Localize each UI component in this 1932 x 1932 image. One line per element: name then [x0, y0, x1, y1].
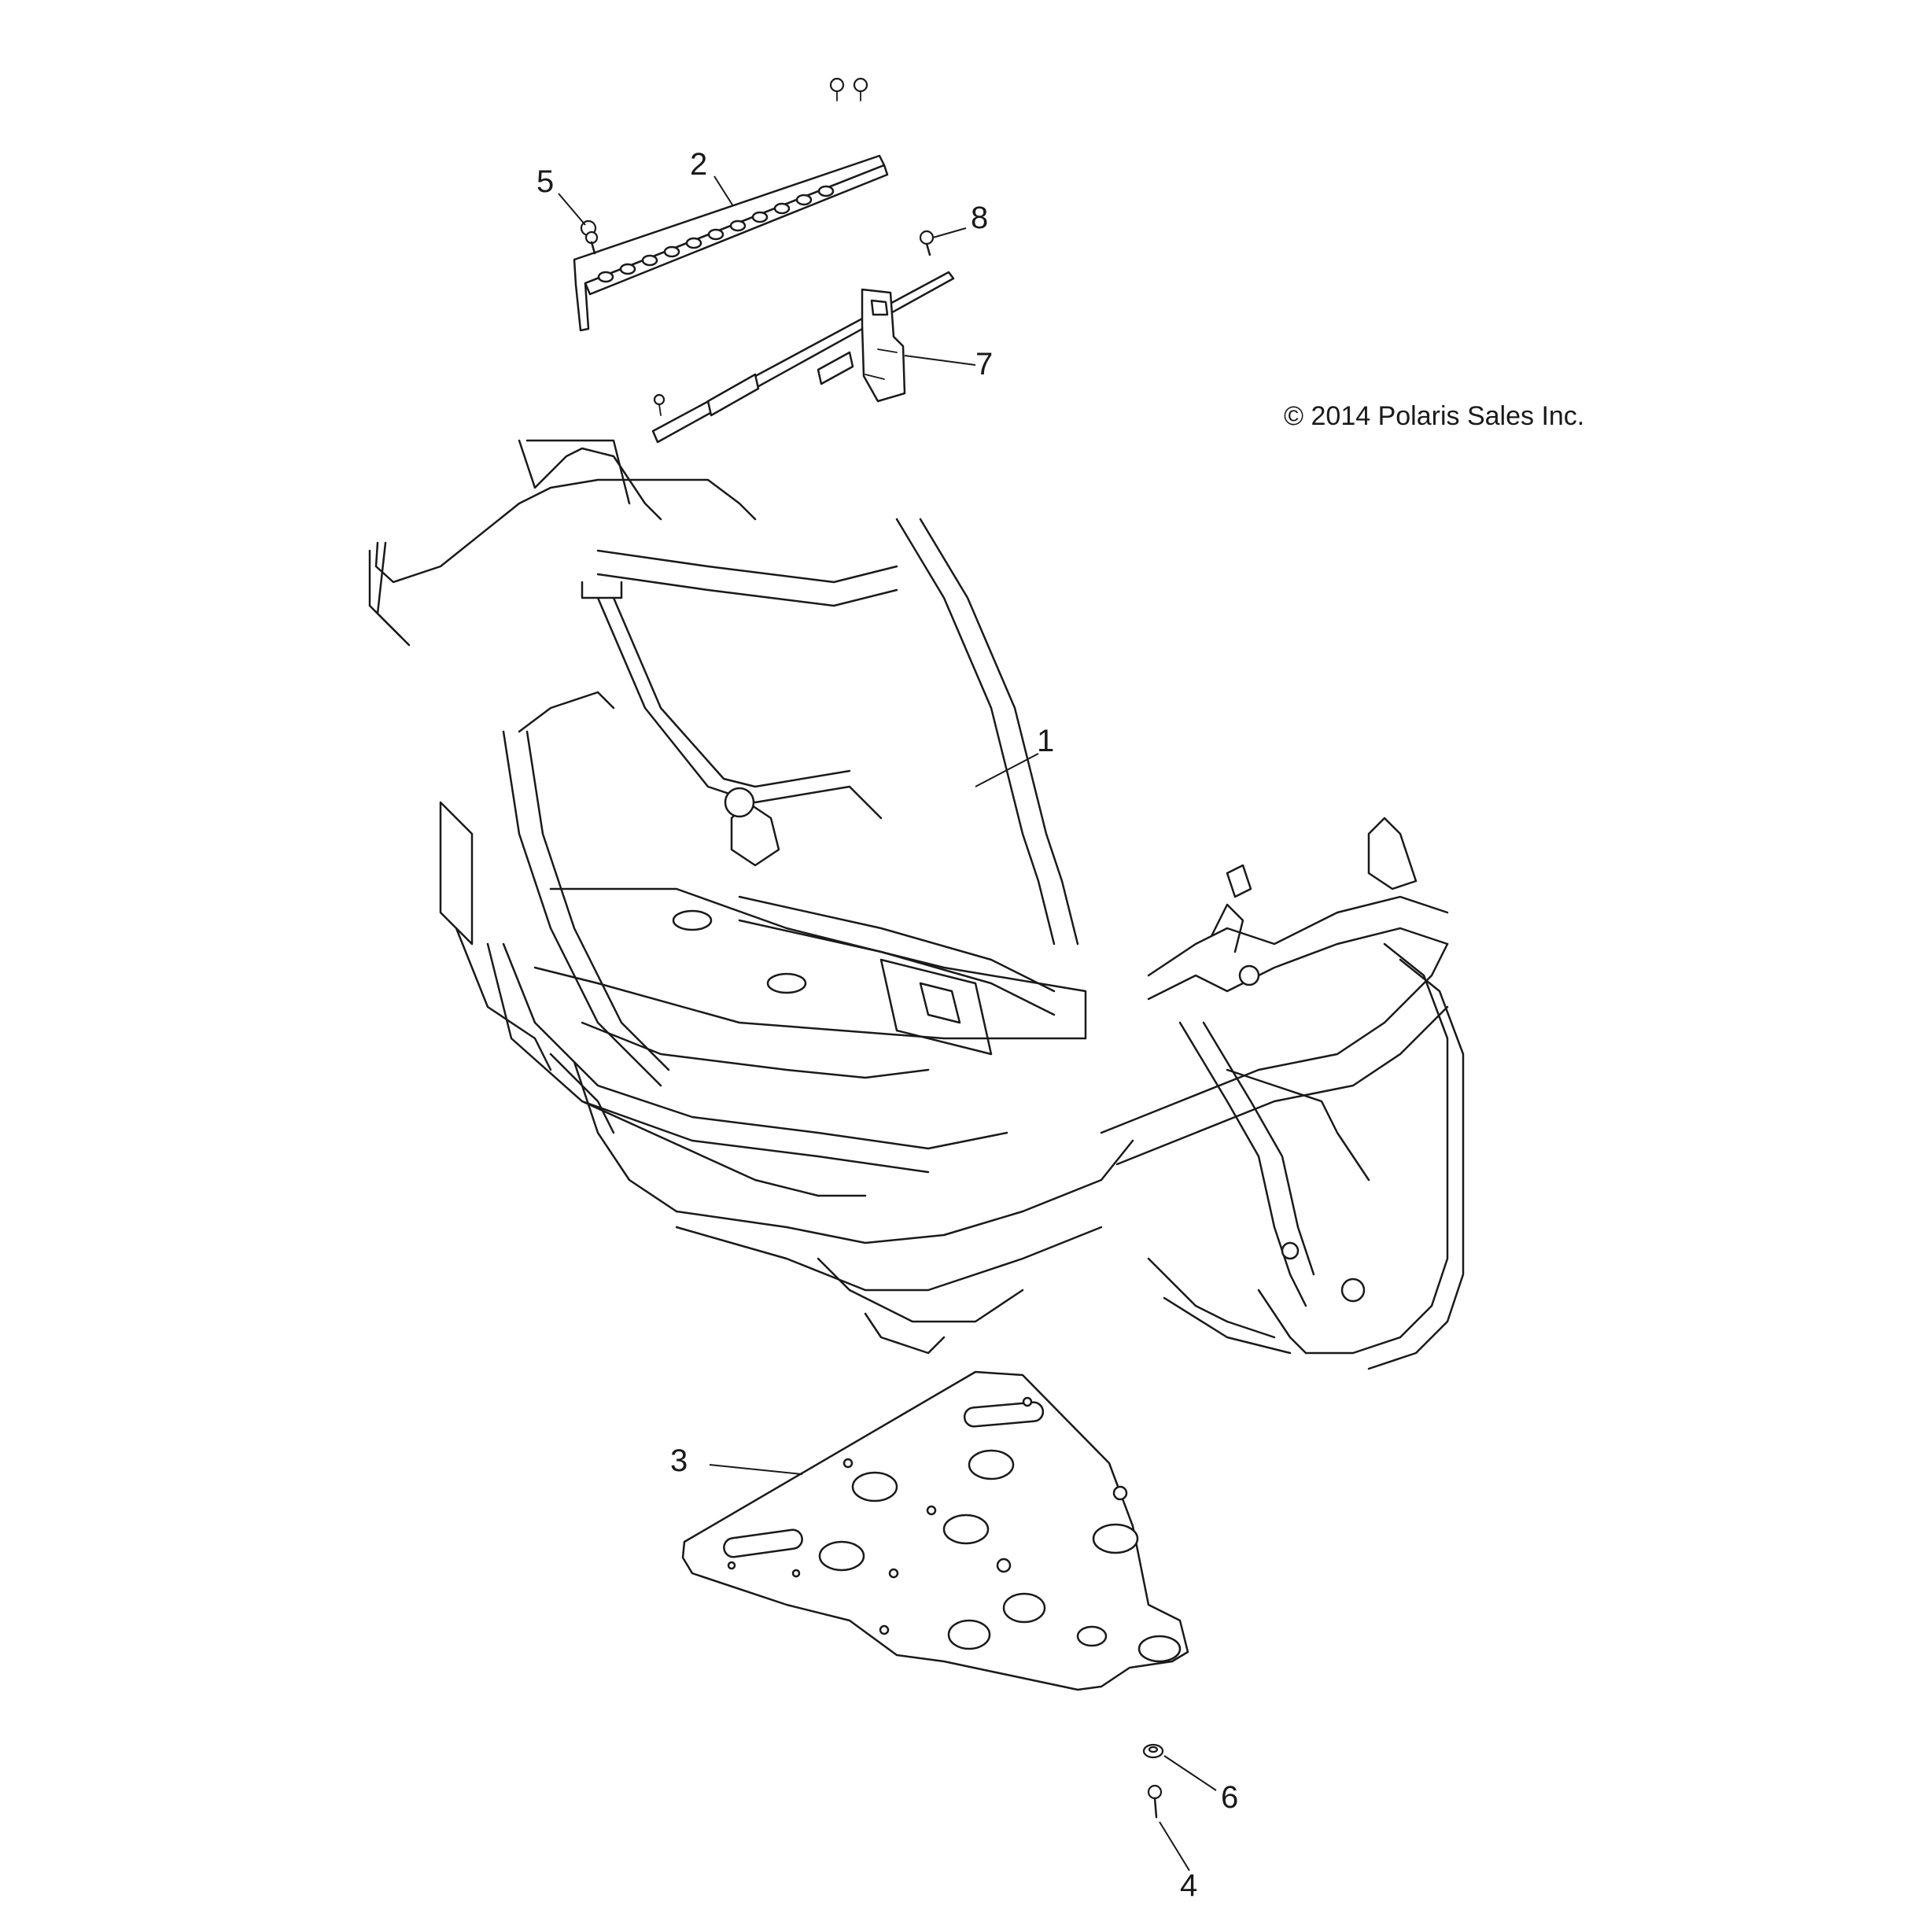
callout-8: 8 — [971, 201, 988, 235]
part-8-bolt[interactable] — [919, 230, 935, 256]
part-7-mount-bracket[interactable] — [651, 271, 955, 444]
bolt-pair-top — [829, 77, 868, 101]
callout-6: 6 — [1221, 1780, 1238, 1815]
part-2-bracket-bar[interactable] — [573, 154, 889, 332]
leader-lines — [558, 175, 1217, 1871]
part-4-bolt[interactable] — [1147, 1784, 1163, 1819]
callout-2: 2 — [690, 147, 707, 182]
callout-5: 5 — [536, 164, 554, 199]
part-1-main-frame[interactable] — [368, 439, 1465, 1370]
part-5-bolt[interactable] — [580, 219, 599, 255]
part-6-washer[interactable] — [1142, 1743, 1164, 1759]
bolt-rail — [653, 393, 666, 416]
callout-4: 4 — [1180, 1868, 1197, 1903]
callout-labels: 1 2 3 4 5 6 7 8 — [536, 147, 1238, 1903]
callout-7: 7 — [975, 347, 993, 382]
copyright-text: © 2014 Polaris Sales Inc. — [1284, 401, 1584, 431]
part-3-skid-plate[interactable] — [681, 1370, 1189, 1691]
callout-3: 3 — [670, 1443, 688, 1478]
callout-1: 1 — [1037, 724, 1054, 758]
